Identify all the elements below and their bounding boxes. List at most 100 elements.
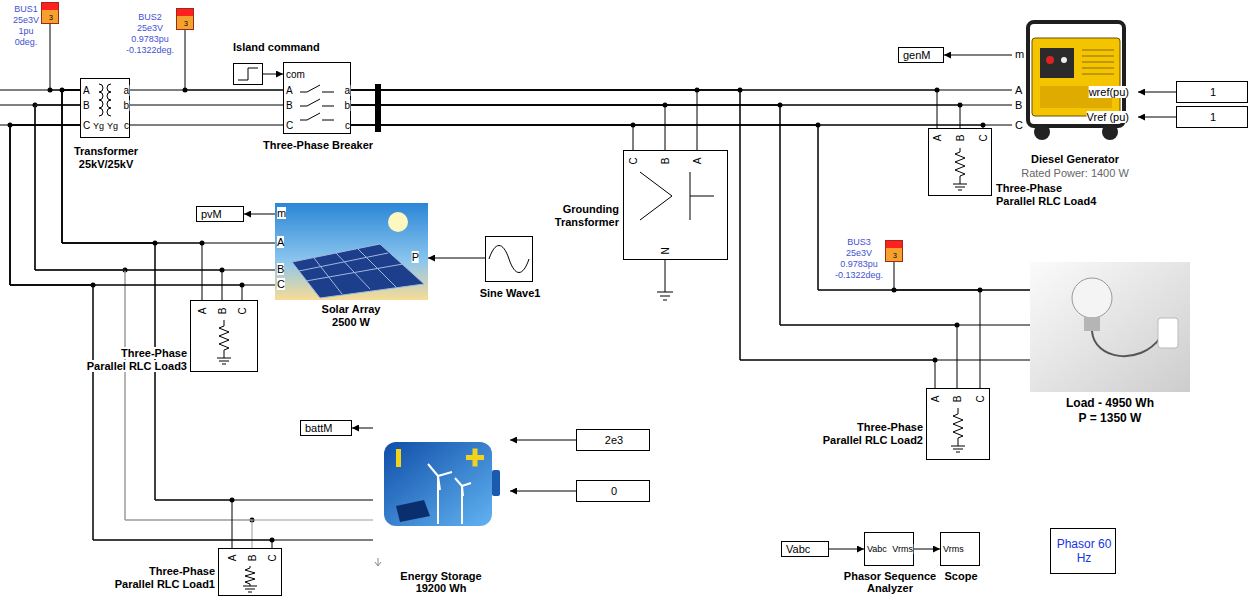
external-wire xyxy=(0,90,80,125)
text-holder: 3 xyxy=(184,20,188,28)
text-holder: C xyxy=(83,120,90,132)
text-holder: A xyxy=(286,85,293,97)
load-picture xyxy=(1072,278,1112,318)
signal-line xyxy=(510,440,576,441)
constant-block: 1 xyxy=(1176,106,1248,128)
text-holder: b xyxy=(344,100,350,112)
breaker-symbol xyxy=(300,85,334,120)
port-label: A xyxy=(197,308,208,315)
text-holder: B xyxy=(660,158,672,165)
text-holder: C xyxy=(628,157,640,164)
block-text: P xyxy=(412,251,419,263)
text-holder: Island command xyxy=(233,41,320,54)
port-label: C xyxy=(978,134,989,141)
text-holder: pvM xyxy=(201,208,222,221)
port-label: Vrms xyxy=(943,544,964,554)
port-label: A xyxy=(286,85,293,96)
rlc-load: ABCThree-Phase Parallel RLC Load2 xyxy=(926,388,990,460)
text-holder: A xyxy=(83,85,90,97)
text-holder: C xyxy=(1015,119,1023,132)
signal-line xyxy=(944,55,1012,56)
sine-wave-block: Sine Wave1 xyxy=(485,236,533,282)
resistor-symbol xyxy=(243,566,257,592)
power-line xyxy=(35,105,222,300)
text-holder: Three-Phase Parallel RLC Load2 xyxy=(819,421,923,447)
text-holder: B xyxy=(83,100,90,112)
text-holder: B xyxy=(217,308,229,315)
text-holder: Three-Phase Parallel RLC Load3 xyxy=(83,347,187,373)
battery-picture xyxy=(473,449,478,467)
power-line xyxy=(62,90,275,243)
text-holder: 3 xyxy=(49,14,53,22)
port-label: A xyxy=(930,396,941,403)
signal-line xyxy=(829,549,864,550)
scope-block: VrmsScope xyxy=(940,532,980,566)
constant-block: 1 xyxy=(1176,81,1248,103)
bus-measurement: BUS1 25e3V 1pu 0deg.3 xyxy=(41,2,59,24)
block-label: Sine Wave1 xyxy=(480,287,541,299)
power-line xyxy=(351,105,1030,325)
breaker-block: comABCabcThree-Phase Breaker xyxy=(283,62,351,134)
text-holder: BUS2 25e3V 0.9783pu -0.1322deg. xyxy=(126,12,174,56)
port-label: BUS3 25e3V 0.9783pu -0.1322deg. xyxy=(835,237,883,280)
text-holder: P = 1350 W xyxy=(1079,411,1142,425)
text-holder: N xyxy=(660,247,672,254)
text-holder: Grounding Transformer xyxy=(547,203,619,229)
text-holder: Yg xyxy=(107,121,118,132)
text-holder: BUS3 25e3V 0.9783pu -0.1322deg. xyxy=(835,237,883,281)
load-picture xyxy=(1030,262,1190,392)
load-picture xyxy=(1092,331,1160,356)
text-holder: B xyxy=(277,263,284,276)
text-holder: 2e3 xyxy=(605,434,623,447)
port-label: B xyxy=(660,158,671,165)
power-line xyxy=(351,125,980,388)
generator-picture xyxy=(1016,6,1134,146)
port-label: C xyxy=(237,307,248,314)
bus-measurement: BUS3 25e3V 0.9783pu -0.1322deg.3 xyxy=(885,240,903,262)
port-label: Vabc xyxy=(867,544,887,554)
port-label: B xyxy=(952,396,963,403)
generator-picture xyxy=(1061,57,1067,63)
signal-line xyxy=(263,74,283,75)
solar-picture xyxy=(299,249,403,294)
block-label: Three-Phase Breaker xyxy=(263,139,373,151)
text-holder: A xyxy=(932,135,944,142)
power-line xyxy=(62,90,232,548)
text-holder: Three-Phase Breaker xyxy=(263,139,373,152)
port-label: B xyxy=(955,135,966,142)
text-holder: Scope xyxy=(944,570,977,583)
signal-line xyxy=(914,549,940,550)
text-holder: 0 xyxy=(611,485,617,498)
port-label: B xyxy=(247,555,258,562)
port-label: a xyxy=(344,85,350,96)
grounding-symbol xyxy=(640,172,714,300)
battery-picture xyxy=(373,415,510,569)
block-text: 1 xyxy=(1210,111,1216,123)
text-holder: Solar Array 2500 W xyxy=(316,303,386,329)
port-label: Yg xyxy=(107,121,118,131)
text-holder: c xyxy=(345,120,350,132)
text-holder: Load - 4950 Wh xyxy=(1066,396,1154,410)
load-picture-block: Load - 4950 WhP = 1350 W xyxy=(1030,262,1190,392)
rlc-load: ABCThree-Phase Parallel RLC Load3 xyxy=(190,300,258,372)
text-holder: C xyxy=(978,134,990,141)
port-label: C xyxy=(267,554,278,561)
generator-picture xyxy=(1016,6,1134,146)
port-label: b xyxy=(344,100,350,111)
power-line xyxy=(351,90,697,150)
text-holder: 3 xyxy=(893,252,897,260)
block-label: Load - 4950 Wh xyxy=(1066,396,1154,410)
rlc-load: ABCThree-Phase Parallel RLC Load4 xyxy=(928,128,992,196)
port-label: C xyxy=(975,395,986,402)
block-text: C xyxy=(277,278,285,290)
text-holder: Three-Phase Parallel RLC Load4 xyxy=(996,182,1100,208)
text-holder: A xyxy=(1015,84,1022,97)
constant-block: 0 xyxy=(576,480,650,502)
sequence-analyzer: VabcVrmsPhasor Sequence Analyzer xyxy=(864,532,914,566)
power-line xyxy=(351,125,633,150)
power-line xyxy=(10,125,272,548)
power-line xyxy=(130,125,283,126)
text-holder: com xyxy=(286,69,305,81)
text-holder: Vrms xyxy=(892,544,913,555)
